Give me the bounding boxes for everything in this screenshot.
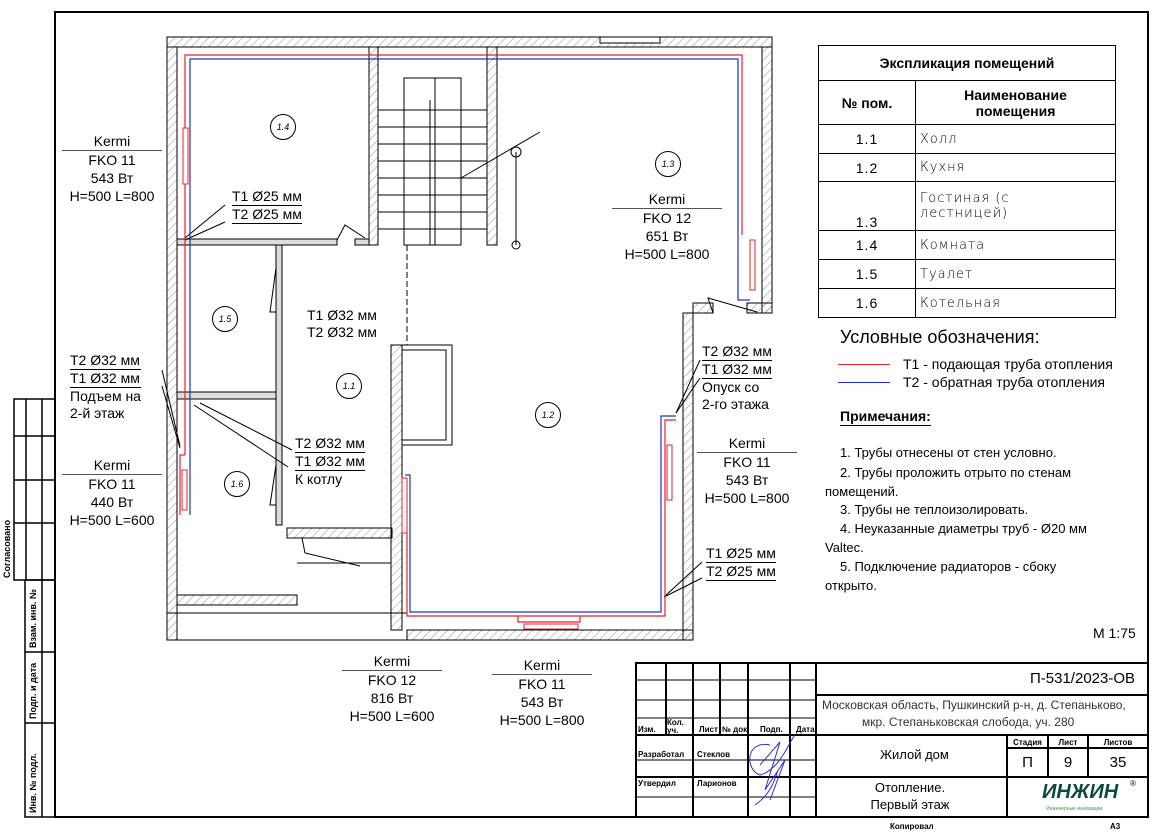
note-item: 5. Подключение радиаторов - сбоку: [840, 559, 1057, 574]
sheet-title-2: Первый этаж: [870, 797, 950, 812]
room-tag: 1.4: [270, 114, 296, 140]
sheet-label: Лист: [1058, 738, 1078, 747]
copied-label: Копировал: [890, 822, 934, 831]
approved-name: Ларионов: [697, 779, 737, 788]
partitions: [176, 36, 661, 526]
column-header: № пом.: [818, 80, 916, 125]
note-item: Valtec.: [825, 540, 864, 555]
title-block-thin-lines: [636, 679, 816, 798]
header-cell: Лист: [699, 725, 718, 734]
legend-t2-line: [838, 382, 890, 383]
stage-label: Стадия: [1013, 738, 1042, 747]
header-cell: Кол. уч.: [667, 718, 684, 735]
approved-label: Утвердил: [638, 779, 676, 788]
column-header: Наименование помещения: [915, 80, 1116, 125]
radiators-symbols: [181, 127, 756, 630]
developed-name: Стеклов: [697, 750, 731, 759]
sheet-value: 9: [1063, 754, 1073, 771]
inv-replace-label: Взам. инв. №: [28, 588, 38, 648]
stage-value: П: [1022, 754, 1033, 771]
title-block-grid: [635, 662, 1149, 818]
signature: [749, 734, 796, 806]
document-code: П-531/2023-ОВ: [1030, 670, 1136, 687]
developed-label: Разработал: [638, 750, 685, 759]
sign-date-label: Подп. и дата: [28, 662, 38, 719]
room-tag: 1.3: [655, 151, 681, 177]
side-stamp-grid: [13, 398, 56, 818]
agreed-label: Согласовано: [2, 519, 12, 578]
sheet-title-1: Отопление.: [874, 780, 946, 795]
legend-t1-line: [838, 364, 890, 365]
room-tag: 1.5: [212, 306, 238, 332]
note-item: 1. Трубы отнесены от стен условно.: [840, 445, 1057, 460]
walls: [166, 36, 773, 641]
note-item: 2. Трубы проложить отрыто по стенам: [840, 465, 1072, 480]
room-tag: 1.1: [336, 373, 362, 399]
sheets-label: Листов: [1103, 738, 1133, 747]
scale-label: М 1:75: [1093, 625, 1136, 641]
notes-title: Примечания:: [840, 408, 931, 426]
room-tag: 1.6: [224, 471, 250, 497]
header-cell: Изм.: [638, 725, 656, 734]
company-logo-sub: Инженерные инновации: [1046, 806, 1103, 812]
note-item: помещений.: [825, 484, 899, 499]
header-cell: № док.: [722, 725, 750, 734]
note-item: 3. Трубы не теплоизолировать.: [840, 502, 1029, 517]
note-item: открыто.: [825, 578, 877, 593]
legend-title: Условные обозначения:: [840, 327, 1040, 347]
registered-mark: ®: [1130, 779, 1136, 788]
header-cell: Дата: [796, 725, 815, 734]
inv-orig-label: Инв. № подл.: [28, 753, 38, 813]
legend-t1-text: T1 - подающая труба отопления: [903, 356, 1113, 372]
heating-pipes: [179, 54, 750, 623]
legend-t2-text: T2 - обратная труба отопления: [903, 374, 1106, 390]
sheets-value: 35: [1109, 754, 1127, 771]
company-logo: ИНЖИН: [1042, 781, 1119, 803]
room-tag: 1.2: [535, 402, 561, 428]
room-explication-table: Экспликация помещений № пом.Наименование…: [818, 45, 1116, 318]
address-line-2: мкр. Степаньковская слобода, уч. 280: [862, 715, 1075, 729]
header-cell: Подп.: [760, 725, 783, 734]
note-item: 4. Неуказанные диаметры труб - Ø20 мм: [840, 521, 1087, 536]
plan-lines: [161, 77, 758, 641]
table-title: Экспликация помещений: [818, 45, 1116, 81]
address-line-1: Московская область, Пушкинский р-н, д. С…: [822, 698, 1126, 712]
format-label: А3: [1110, 822, 1121, 831]
object-name: Жилой дом: [880, 747, 949, 762]
